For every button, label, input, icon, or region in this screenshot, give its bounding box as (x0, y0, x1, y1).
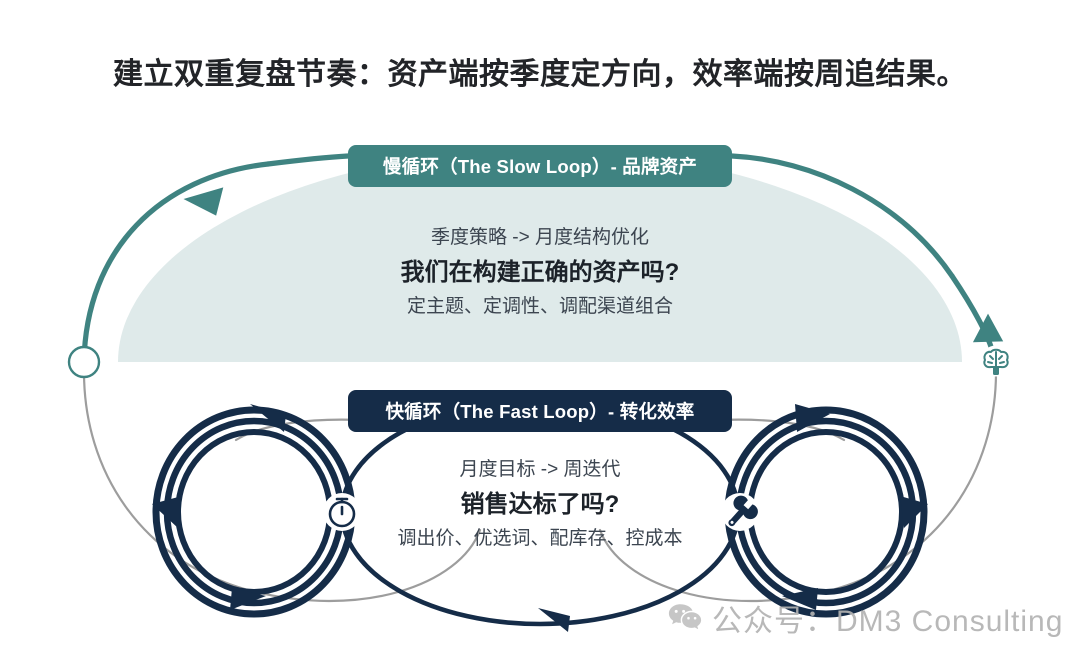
compass-icon (67, 345, 101, 379)
fast-loop-text-block: 月度目标 -> 周迭代 销售达标了吗? 调出价、优选词、配库存、控成本 (290, 456, 790, 552)
slow-loop-cadence: 季度策略 -> 月度结构优化 (431, 227, 649, 248)
watermark-text: 公众号：DM3 Consulting (712, 605, 1064, 638)
stopwatch-icon (323, 493, 361, 531)
slow-loop-arrowheads (183, 187, 1004, 343)
fast-loop-center-arrowhead (538, 608, 570, 632)
slow-loop-fill (118, 150, 962, 362)
slow-loop-arc (81, 153, 995, 365)
fast-loop-right-arrowheads (782, 404, 928, 610)
wechat-icon (668, 604, 702, 630)
fast-loop-headline: 销售达标了吗? (460, 490, 620, 518)
slow-loop-detail: 定主题、定调性、调配渠道组合 (406, 295, 673, 317)
brain-icon (980, 345, 1012, 377)
fast-loop-cadence: 月度目标 -> 周迭代 (459, 459, 621, 480)
slow-loop-text-block: 季度策略 -> 月度结构优化 我们在构建正确的资产吗? 定主题、定调性、调配渠道… (290, 224, 790, 320)
slow-loop-headline: 我们在构建正确的资产吗? (400, 258, 680, 286)
page-title: 建立双重复盘节奏：资产端按季度定方向，效率端按周追结果。 (113, 58, 967, 91)
fast-loop-left-arrowheads (152, 404, 286, 610)
fast-loop-detail: 调出价、优选词、配库存、控成本 (397, 527, 683, 549)
slow-loop-badge[interactable]: 慢循环（The Slow Loop）- 品牌资产 (348, 145, 732, 187)
wrench-icon (721, 493, 759, 531)
watermark: 公众号：DM3 Consulting (668, 596, 1063, 640)
fast-loop-badge[interactable]: 快循环（The Fast Loop）- 转化效率 (348, 390, 732, 432)
